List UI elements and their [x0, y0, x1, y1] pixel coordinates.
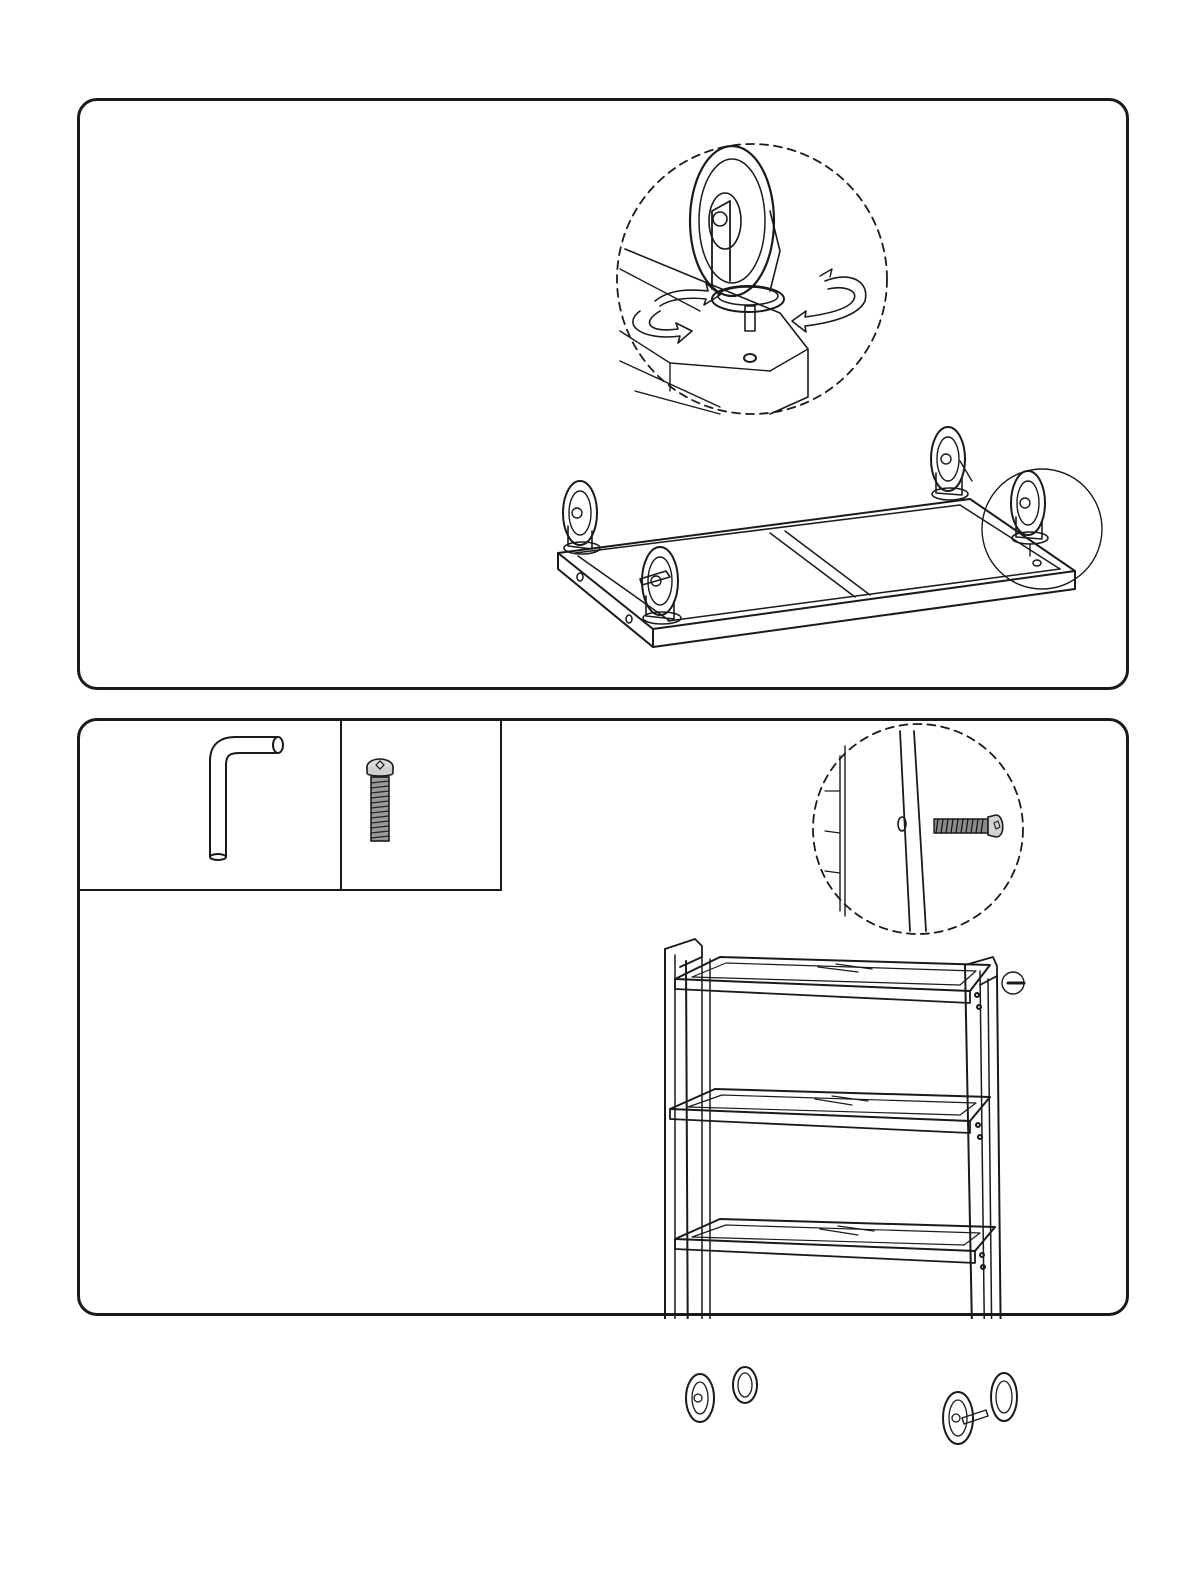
step-panel-frame-assembly — [77, 718, 1129, 1316]
caster-front-left-brake — [640, 547, 681, 624]
four-tier-cart — [665, 939, 1024, 1319]
caster-assembly-illustration — [80, 101, 1132, 693]
cart-caster-front-right-brake — [943, 1392, 988, 1444]
bolt-detail-callout — [813, 724, 1023, 934]
caster-back-left — [563, 481, 600, 554]
caster-front-right — [1011, 471, 1048, 556]
cart-caster-back-left — [733, 1367, 757, 1403]
cart-caster-back-right — [991, 1373, 1017, 1421]
caster-detail-callout — [617, 144, 887, 414]
cart-caster-front-left — [686, 1374, 714, 1422]
cart-assembly-illustration — [80, 721, 1132, 1319]
base-frame-with-casters — [558, 427, 1102, 647]
step-panel-casters — [77, 98, 1129, 690]
caster-back-right — [931, 427, 972, 500]
